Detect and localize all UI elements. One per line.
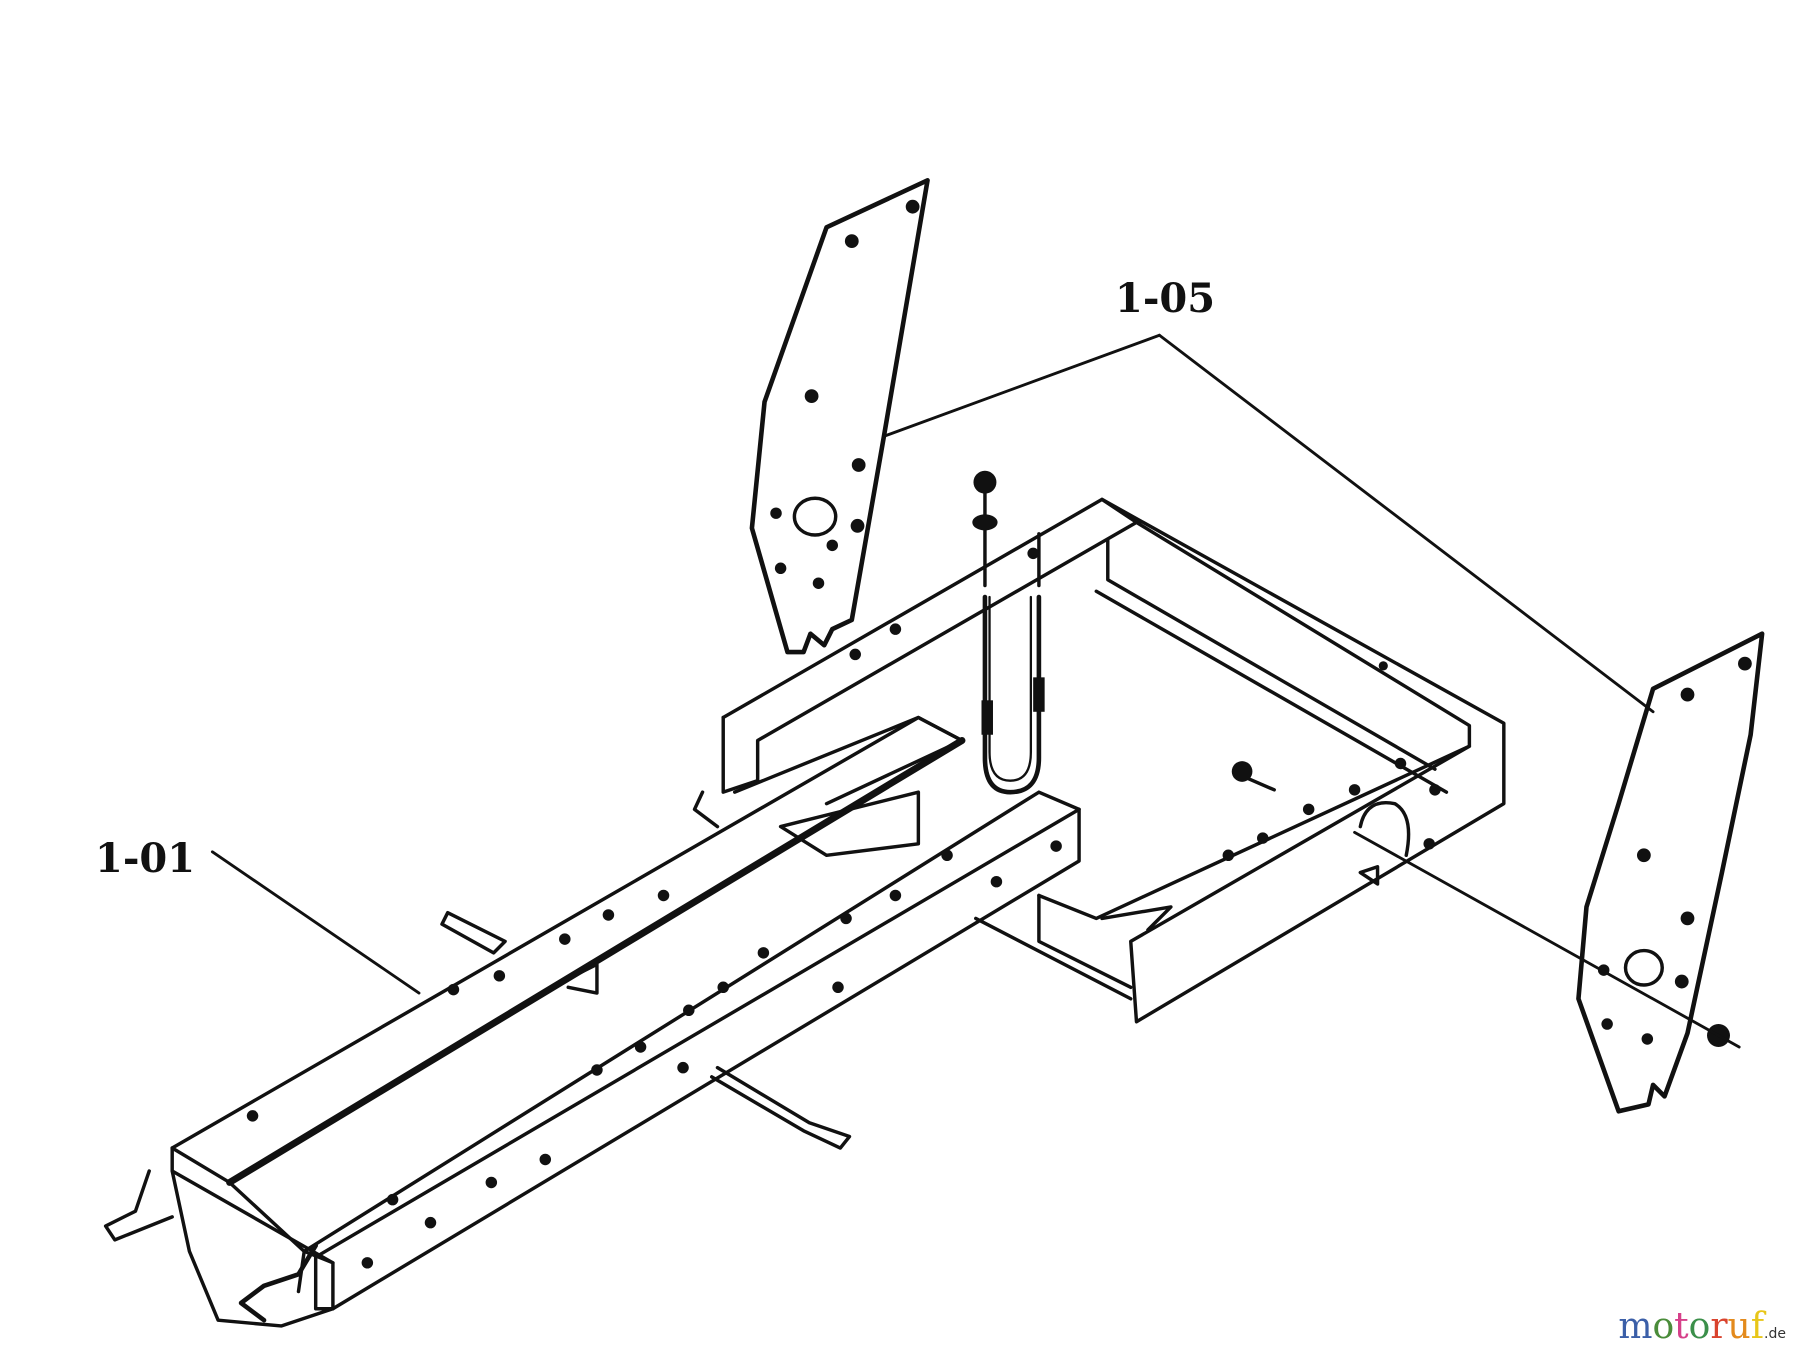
left-mounting-plate — [749, 177, 930, 655]
label-1-01: 1-01 — [95, 835, 196, 882]
leader-lines — [210, 333, 1741, 1049]
watermark-letter: f — [1750, 1306, 1765, 1347]
watermark-letter: t — [1674, 1306, 1689, 1347]
watermark-letter: r — [1710, 1306, 1728, 1347]
main-frame — [103, 470, 1506, 1328]
label-1-05: 1-05 — [1115, 275, 1216, 322]
watermark-logo: motoruf.de — [1618, 1306, 1786, 1347]
watermark-letter: u — [1727, 1306, 1751, 1347]
watermark-letter: o — [1652, 1306, 1675, 1347]
watermark-letters: motoruf — [1618, 1306, 1764, 1347]
watermark-letter: o — [1688, 1306, 1711, 1347]
right-mounting-plate — [1576, 631, 1765, 1114]
watermark-letter: m — [1618, 1306, 1653, 1347]
watermark-suffix: .de — [1764, 1326, 1786, 1342]
